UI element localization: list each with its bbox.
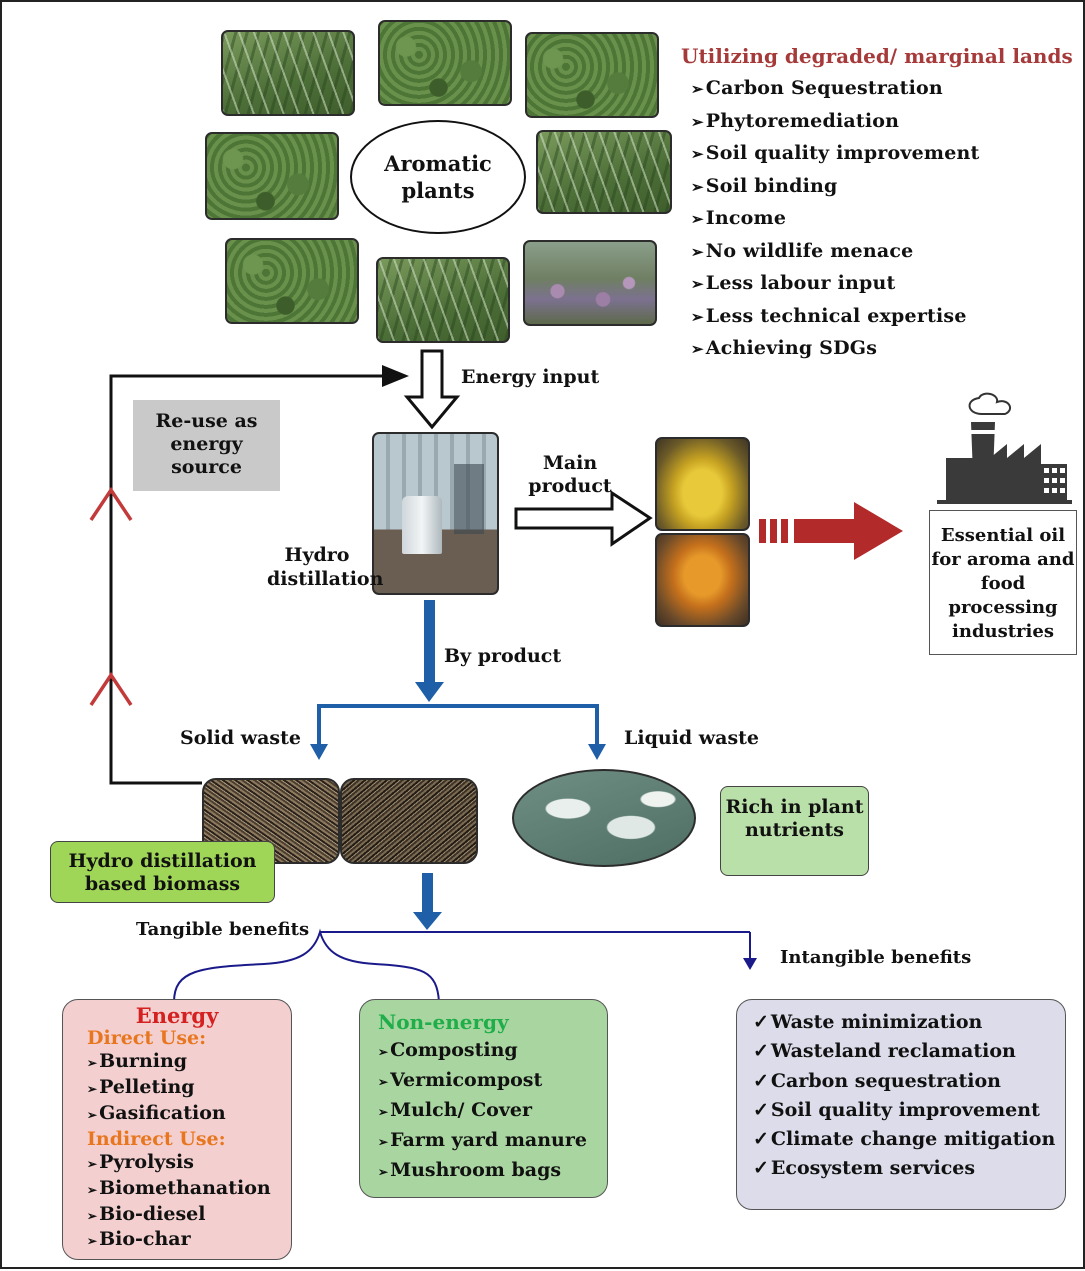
red-dash-3 bbox=[781, 519, 788, 543]
energy-title: Energy bbox=[135, 1003, 219, 1028]
liquid-waste-photo bbox=[512, 769, 696, 867]
indirect-use-title: Indirect Use: bbox=[87, 1127, 226, 1150]
hydro-distillation-label: Hydro distillation bbox=[267, 544, 384, 590]
solid-waste-photo-2 bbox=[340, 778, 478, 864]
by-product-shaft bbox=[424, 600, 435, 682]
aromatic-plants-ellipse: Aromatic plants bbox=[350, 120, 526, 234]
main-product-arrow bbox=[514, 490, 653, 547]
split-right-head bbox=[588, 744, 606, 760]
nonenergy-item: Mushroom bags bbox=[378, 1156, 607, 1186]
lands-item: Carbon Sequestration bbox=[691, 73, 980, 106]
lands-item: Income bbox=[691, 203, 980, 236]
up-chevron-lower bbox=[89, 671, 133, 706]
intangible-item: Climate change mitigation bbox=[753, 1125, 1065, 1154]
nonenergy-item: Vermicompost bbox=[378, 1066, 607, 1096]
nonenergy-box: Non-energy Composting Vermicompost Mulch… bbox=[359, 999, 608, 1198]
indirect-use-item: Bio-diesel bbox=[87, 1203, 291, 1229]
tangible-label: Tangible benefits bbox=[136, 919, 310, 940]
lands-item: No wildlife menace bbox=[691, 236, 980, 269]
indirect-use-item: Biomethanation bbox=[87, 1177, 291, 1203]
nonenergy-item: Farm yard manure bbox=[378, 1126, 607, 1156]
solid-waste-label: Solid waste bbox=[180, 727, 301, 749]
direct-use-item: Pelleting bbox=[87, 1076, 291, 1102]
split-bar bbox=[317, 704, 599, 708]
plant-photo-7 bbox=[376, 257, 510, 343]
lands-heading: Utilizing degraded/ marginal lands bbox=[681, 44, 1073, 68]
oil-photo-top bbox=[655, 437, 750, 531]
lands-item: Achieving SDGs bbox=[691, 333, 980, 366]
plant-photo-4 bbox=[205, 132, 339, 220]
distiller-frame bbox=[454, 464, 484, 534]
nonenergy-title: Non-energy bbox=[378, 1010, 509, 1034]
by-product-label: By product bbox=[444, 645, 562, 667]
plant-photo-1 bbox=[221, 30, 355, 116]
lands-item: Phytoremediation bbox=[691, 106, 980, 139]
direct-use-title: Direct Use: bbox=[87, 1026, 207, 1049]
red-dash-2 bbox=[770, 519, 777, 543]
reuse-label: Re-use as energy source bbox=[155, 410, 258, 478]
energy-input-label: Energy input bbox=[461, 366, 600, 388]
intangible-item: Soil quality improvement bbox=[753, 1096, 1065, 1125]
liquid-waste-label: Liquid waste bbox=[624, 727, 760, 749]
lands-item: Less labour input bbox=[691, 268, 980, 301]
intangible-item: Waste minimization bbox=[753, 1008, 1065, 1037]
lands-item: Soil quality improvement bbox=[691, 138, 980, 171]
benefits-shaft bbox=[422, 873, 433, 913]
main-product-label: Main product bbox=[528, 452, 612, 497]
lands-list: Carbon Sequestration Phytoremediation So… bbox=[691, 73, 980, 366]
nutrients-box: Rich in plant nutrients bbox=[720, 786, 869, 876]
intangible-box: Waste minimization Wasteland reclamation… bbox=[736, 999, 1066, 1210]
indirect-use-item: Pyrolysis bbox=[87, 1151, 291, 1177]
lands-item: Soil binding bbox=[691, 171, 980, 204]
plant-photo-6 bbox=[225, 238, 359, 324]
split-left-head bbox=[310, 744, 328, 760]
plant-photo-2 bbox=[378, 20, 512, 106]
red-arrow-shaft bbox=[794, 519, 854, 543]
feedback-loop-arrowhead bbox=[382, 365, 409, 387]
intangible-connector-head bbox=[743, 958, 757, 970]
plant-photo-3 bbox=[525, 32, 659, 118]
intangible-item: Ecosystem services bbox=[753, 1154, 1065, 1183]
essential-oil-box: Essential oil for aroma and food process… bbox=[929, 510, 1077, 655]
benefits-head bbox=[413, 912, 442, 930]
biomass-box: Hydro distillation based biomass bbox=[50, 841, 275, 903]
aromatic-plants-label: Aromatic plants bbox=[384, 151, 492, 203]
direct-use-item: Burning bbox=[87, 1050, 291, 1076]
feedback-loop-line bbox=[109, 374, 397, 785]
up-chevron-upper bbox=[89, 486, 133, 521]
oil-photo-bottom bbox=[655, 533, 750, 627]
plant-photo-5 bbox=[536, 130, 672, 214]
split-left-leg bbox=[317, 704, 321, 746]
energy-input-arrow bbox=[403, 349, 461, 430]
nutrients-label: Rich in plant nutrients bbox=[725, 796, 864, 841]
distiller-vessel bbox=[402, 496, 442, 554]
reuse-box: Re-use as energy source bbox=[133, 400, 280, 491]
plant-photo-8 bbox=[523, 240, 657, 326]
biomass-label: Hydro distillation based biomass bbox=[68, 850, 257, 895]
intangible-label: Intangible benefits bbox=[780, 947, 972, 968]
direct-use-item: Gasification bbox=[87, 1102, 291, 1128]
factory-icon bbox=[937, 392, 1072, 504]
split-right-leg bbox=[595, 704, 599, 746]
energy-box: Energy Direct Use: Burning Pelleting Gas… bbox=[62, 999, 292, 1260]
lands-item: Less technical expertise bbox=[691, 301, 980, 334]
distillation-photo bbox=[372, 432, 499, 595]
intangible-item: Wasteland reclamation bbox=[753, 1037, 1065, 1066]
by-product-head bbox=[415, 682, 444, 702]
red-arrow-head bbox=[854, 502, 903, 560]
nonenergy-item: Mulch/ Cover bbox=[378, 1096, 607, 1126]
red-dash-1 bbox=[759, 519, 766, 543]
nonenergy-item: Composting bbox=[378, 1036, 607, 1066]
tangible-brace bbox=[173, 928, 440, 1003]
indirect-use-item: Bio-char bbox=[87, 1228, 291, 1254]
essential-oil-label: Essential oil for aroma and food process… bbox=[931, 525, 1075, 642]
intangible-item: Carbon sequestration bbox=[753, 1067, 1065, 1096]
